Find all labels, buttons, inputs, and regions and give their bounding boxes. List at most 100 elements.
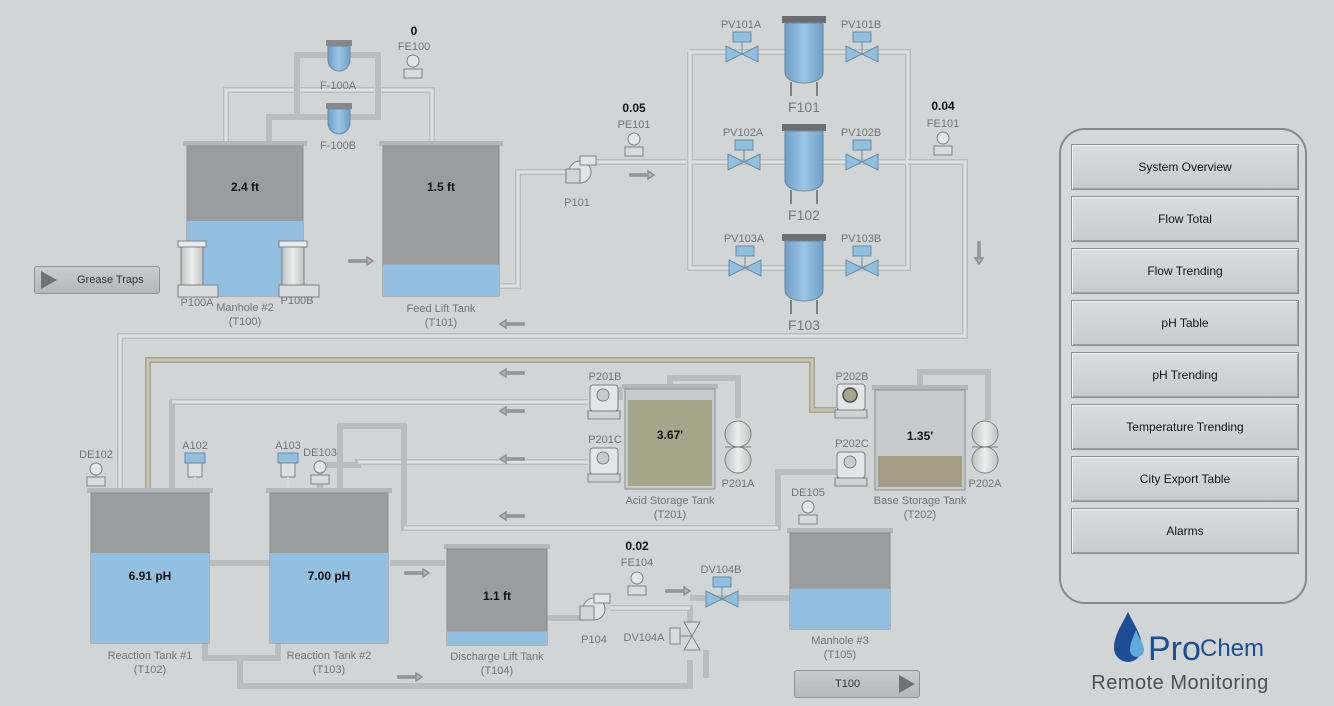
pe101-tag: PE101: [617, 119, 650, 131]
t103-tag: (T103): [313, 664, 345, 676]
filter-f101[interactable]: F101: [782, 16, 826, 115]
t104-tag: (T104): [481, 665, 513, 677]
t101-name: Feed Lift Tank: [407, 303, 476, 315]
tank-t201[interactable]: 3.67' Acid Storage Tank (T201): [622, 384, 718, 521]
tank-t100[interactable]: 2.4 ft Manhole #2 (T100): [183, 141, 307, 328]
t101-tag: (T101): [425, 317, 457, 329]
valve-pv101b[interactable]: PV101B: [841, 19, 881, 63]
logo-subtitle: Remote Monitoring: [1091, 672, 1269, 694]
tank-t101[interactable]: 1.5 ft Feed Lift Tank (T101): [379, 141, 503, 329]
pv102b-label: PV102B: [841, 127, 881, 139]
play-icon: [899, 675, 915, 693]
pump-p202b[interactable]: P202B: [834, 371, 869, 419]
pump-p101[interactable]: P101: [564, 155, 597, 209]
instrument-de103[interactable]: DE103: [303, 447, 337, 485]
filter-f103[interactable]: F103: [782, 234, 826, 333]
filter-f100b-label: F-100B: [320, 140, 356, 152]
menu-ph-trending-button[interactable]: pH Trending: [1071, 352, 1299, 398]
menu-flow-trending-button[interactable]: Flow Trending: [1071, 248, 1299, 294]
instrument-fe101[interactable]: 0.04 FE101: [927, 99, 959, 156]
t201-tag: (T201): [654, 509, 686, 521]
t103-reading: 7.00 pH: [308, 569, 351, 583]
pump-p100a[interactable]: P100A: [177, 240, 219, 309]
valve-pv102b[interactable]: PV102B: [841, 127, 881, 171]
f103-label: F103: [788, 317, 820, 333]
valve-pv103b[interactable]: PV103B: [841, 233, 881, 277]
tank-t103[interactable]: 7.00 pH Reaction Tank #2 (T103): [266, 488, 392, 676]
filter-f100a-label: F-100A: [320, 80, 357, 92]
t100-name: Manhole #2: [216, 302, 274, 314]
t201-name: Acid Storage Tank: [625, 495, 715, 507]
pv103a-label: PV103A: [724, 233, 765, 245]
a103-tag: A103: [275, 440, 301, 452]
filter-f100a[interactable]: F-100A: [320, 40, 357, 92]
flow-arrows: [348, 169, 985, 683]
pump-p201c[interactable]: P201C: [587, 434, 622, 483]
pump-p202a[interactable]: P202A: [968, 420, 1002, 490]
valve-pv103a[interactable]: PV103A: [724, 233, 765, 277]
instrument-fe100[interactable]: 0 FE100: [398, 24, 430, 79]
pv101a-label: PV101A: [721, 19, 762, 31]
de103-tag: DE103: [303, 447, 337, 459]
pump-p201b[interactable]: P201B: [587, 371, 622, 420]
pe101-value: 0.05: [622, 101, 646, 115]
p202b-label: P202B: [835, 371, 868, 383]
t102-tag: (T102): [134, 664, 166, 676]
t100-nav-label: T100: [835, 678, 861, 690]
t101-level-fill: [383, 264, 499, 296]
valve-pv101a[interactable]: PV101A: [721, 19, 762, 63]
instrument-pe101[interactable]: 0.05 PE101: [617, 101, 651, 157]
pv101b-label: PV101B: [841, 19, 881, 31]
water-drop-icon: Pro Chem: [1114, 612, 1264, 668]
fe104-value: 0.02: [625, 539, 649, 553]
pump-p202c[interactable]: P202C: [834, 438, 869, 487]
tank-t102[interactable]: 6.91 pH Reaction Tank #1 (T102): [87, 488, 213, 676]
instrument-de105[interactable]: DE105: [791, 487, 825, 525]
pump-p104[interactable]: P104: [579, 593, 611, 646]
filter-f102[interactable]: F102: [782, 124, 826, 223]
prochem-logo: Pro Chem Remote Monitoring: [1080, 608, 1290, 704]
t101-level: 1.5 ft: [427, 180, 455, 194]
valve-dv104a[interactable]: DV104A: [624, 621, 701, 651]
menu-city-export-table-button[interactable]: City Export Table: [1071, 456, 1299, 502]
p201a-label: P201A: [721, 478, 755, 490]
t102-reading: 6.91 pH: [129, 569, 172, 583]
t100-level: 2.4 ft: [231, 180, 259, 194]
grease-traps-button[interactable]: Grease Traps: [34, 266, 160, 294]
dv104a-label: DV104A: [624, 632, 666, 644]
menu-alarms-button[interactable]: Alarms: [1071, 508, 1299, 554]
pump-p201a[interactable]: P201A: [721, 420, 755, 490]
tank-t202[interactable]: 1.35' Base Storage Tank (T202): [872, 385, 968, 521]
de102-tag: DE102: [79, 449, 113, 461]
t103-name: Reaction Tank #2: [287, 650, 372, 662]
menu-flow-total-button[interactable]: Flow Total: [1071, 196, 1299, 242]
tank-t105[interactable]: Manhole #3 (T105): [787, 528, 893, 661]
filter-f100b[interactable]: F-100B: [320, 103, 356, 152]
t104-level: 1.1 ft: [483, 589, 511, 603]
t202-tag: (T202): [904, 509, 936, 521]
logo-brand-pro: Pro: [1148, 630, 1201, 668]
p201c-label: P201C: [588, 434, 622, 446]
t100-nav-button[interactable]: T100: [794, 670, 920, 698]
t105-tag: (T105): [824, 649, 856, 661]
pump-p100b[interactable]: P100B: [278, 240, 320, 307]
p202c-label: P202C: [835, 438, 869, 450]
valve-pv102a[interactable]: PV102A: [723, 127, 764, 171]
menu-system-overview-button[interactable]: System Overview: [1071, 144, 1299, 190]
menu-temperature-trending-button[interactable]: Temperature Trending: [1071, 404, 1299, 450]
p100a-label: P100A: [180, 297, 214, 309]
t102-level-fill: [91, 553, 209, 643]
menu-ph-table-button[interactable]: pH Table: [1071, 300, 1299, 346]
fe100-value: 0: [411, 24, 418, 38]
tank-t104[interactable]: 1.1 ft Discharge Lift Tank (T104): [444, 544, 550, 677]
logo-brand-chem: Chem: [1200, 635, 1264, 662]
pv102a-label: PV102A: [723, 127, 764, 139]
instrument-de102[interactable]: DE102: [79, 449, 113, 487]
valve-dv104b[interactable]: DV104B: [701, 564, 742, 608]
p100b-label: P100B: [280, 295, 313, 307]
t100-tag: (T100): [229, 316, 261, 328]
p101-label: P101: [564, 197, 590, 209]
fe100-tag: FE100: [398, 41, 430, 53]
instrument-fe104[interactable]: 0.02 FE104: [621, 539, 653, 596]
